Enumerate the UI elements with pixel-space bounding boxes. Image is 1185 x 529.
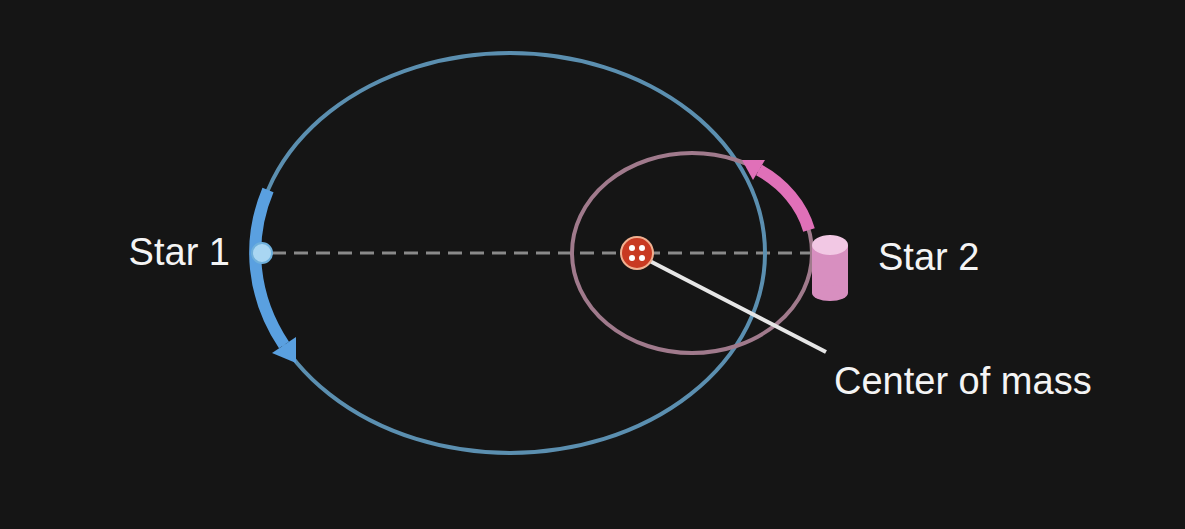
com-dot [629, 255, 635, 261]
com-dot [639, 245, 645, 251]
star-body [812, 285, 848, 301]
text-label: Star 1 [129, 232, 230, 274]
com-dot [639, 255, 645, 261]
com-dot [629, 245, 635, 251]
motion-arrow [255, 190, 284, 345]
arrowhead [742, 160, 765, 180]
star-top [812, 235, 848, 255]
text-label: Center of mass [834, 361, 1092, 403]
star1-orbit [255, 53, 765, 453]
center-of-mass-symbol [621, 237, 653, 269]
text-label: Star 2 [878, 237, 979, 279]
star2-orbit [572, 153, 812, 353]
star-2 [812, 235, 848, 301]
star-1 [252, 243, 272, 263]
axis-line [272, 252, 812, 255]
arrowhead [272, 337, 296, 363]
leader-line [644, 258, 826, 352]
com-disc [621, 237, 653, 269]
motion-arrow [759, 170, 809, 230]
